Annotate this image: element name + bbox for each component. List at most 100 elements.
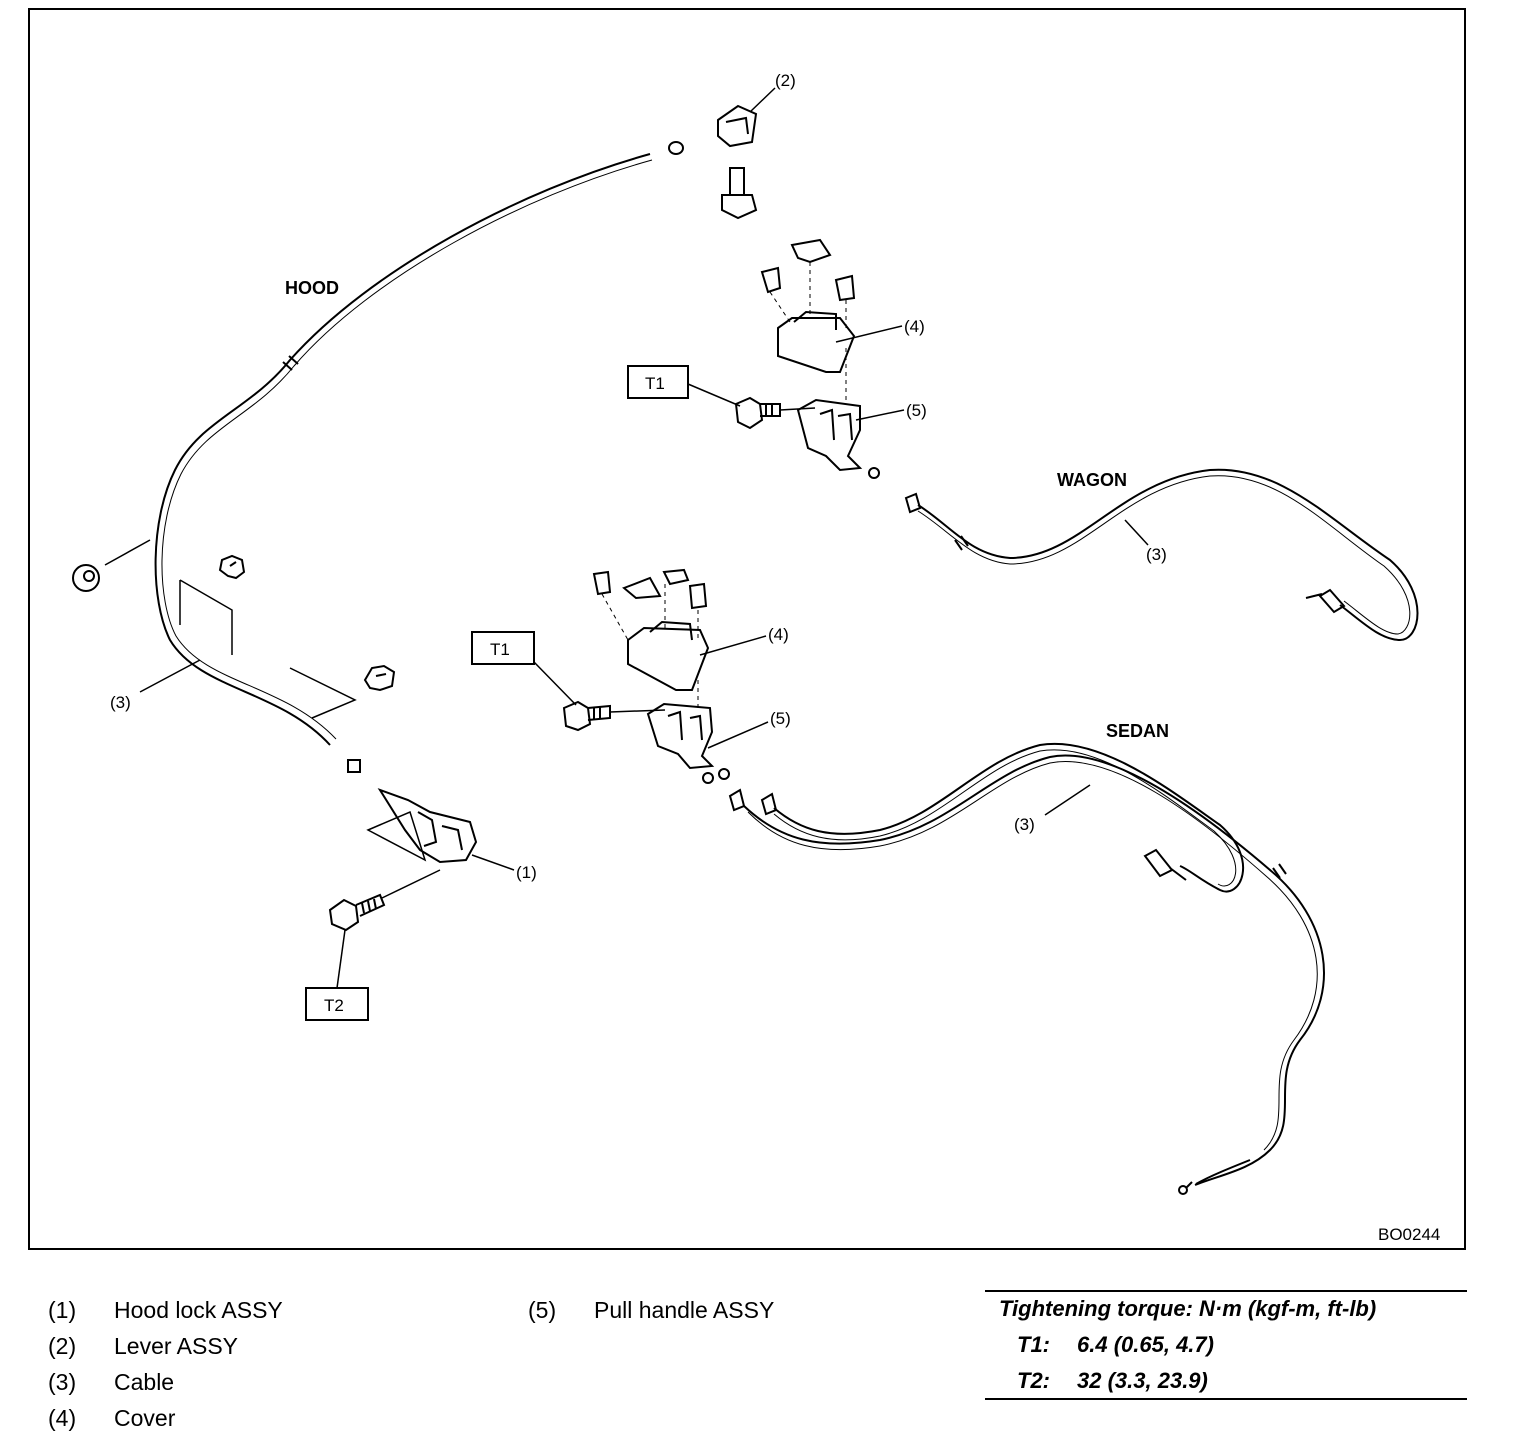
cable-end-ball — [668, 141, 684, 155]
callout-2: (2) — [775, 71, 796, 90]
legend-label: Cover — [114, 1405, 176, 1431]
legend-item: (4) Cover — [48, 1400, 283, 1436]
torque-tag-t1-wagon-box — [627, 365, 689, 399]
callout-4-wagon: (4) — [904, 317, 925, 336]
torque-tag-t1-sedan-box — [471, 631, 535, 665]
legend-item: (5) Pull handle ASSY — [528, 1292, 774, 1328]
sedan-cable-end-ball — [1178, 1185, 1188, 1195]
sedan-cable-lower — [743, 754, 1325, 1186]
wagon-cable-ball — [868, 467, 880, 479]
torque-key: T1: — [1017, 1332, 1050, 1357]
cable-break-mark — [282, 355, 299, 371]
hood-cable-inner — [161, 159, 653, 740]
sedan-dash-lines — [601, 584, 699, 712]
leader-4-sedan — [699, 635, 767, 656]
sedan-cable-lower-inner — [747, 761, 1318, 1151]
torque-tag-t2-box — [305, 987, 369, 1021]
legend-item: (1) Hood lock ASSY — [48, 1292, 283, 1328]
section-label-hood: HOOD — [285, 278, 339, 298]
clip-leader — [179, 579, 233, 655]
bolt-t1-sedan-icon — [562, 700, 611, 732]
bolt-t2-icon — [328, 893, 386, 932]
sedan-cable-upper-inner — [773, 749, 1237, 887]
wagon-cable-inner — [917, 475, 1411, 635]
callout-3-wagon: (3) — [1146, 545, 1167, 564]
leader-5-wagon — [855, 409, 905, 421]
leader-t1-sedan — [533, 661, 577, 706]
cable-clip-icon — [218, 554, 246, 580]
grommet-icon — [72, 564, 100, 592]
leader-3-sedan — [1044, 784, 1091, 816]
sedan-cable-fitting — [760, 792, 778, 816]
wagon-cover-icon — [760, 238, 856, 373]
callout-5-sedan: (5) — [770, 709, 791, 728]
cable-break-mark — [1272, 863, 1287, 879]
legend-column-right: (5) Pull handle ASSY — [528, 1292, 774, 1328]
legend-label: Hood lock ASSY — [114, 1297, 283, 1323]
sedan-cable-ball — [718, 768, 730, 780]
leader-3-left — [139, 659, 201, 693]
callout-3-sedan: (3) — [1014, 815, 1035, 834]
legend-item: (3) Cable — [48, 1364, 283, 1400]
lever-assy-icon — [717, 104, 758, 220]
leader-t2 — [336, 929, 346, 989]
bolt-t1-wagon-icon — [734, 396, 781, 430]
legend-item: (2) Lever ASSY — [48, 1328, 283, 1364]
leader-grommet — [104, 539, 151, 566]
bolt-axis — [381, 869, 441, 899]
legend-number: (5) — [528, 1297, 557, 1323]
cable-clip-icon — [363, 664, 396, 692]
leader-2 — [749, 87, 776, 113]
cable-break-mark — [954, 535, 969, 551]
leader-4-wagon — [835, 325, 903, 343]
torque-row-t2: T2: 32 (3.3, 23.9) — [1017, 1368, 1208, 1394]
wagon-dash-lines — [769, 262, 847, 405]
sedan-pull-handle-icon — [646, 702, 715, 770]
leader-t1-wagon — [687, 383, 741, 407]
sedan-cover-icon — [592, 568, 710, 691]
clip-leader — [289, 667, 357, 719]
legend-number: (1) — [48, 1297, 77, 1323]
legend-label: Lever ASSY — [114, 1333, 239, 1359]
hood-cable — [154, 153, 651, 746]
torque-value: 6.4 (0.65, 4.7) — [1077, 1332, 1214, 1357]
sedan-cable-end — [1143, 848, 1187, 881]
callout-1: (1) — [516, 863, 537, 882]
torque-key: T2: — [1017, 1368, 1050, 1393]
wagon-cable-fitting — [904, 492, 922, 514]
torque-table: Tightening torque: N·m (kgf-m, ft-lb) T1… — [985, 1290, 1467, 1400]
wagon-pull-handle-icon — [796, 398, 863, 472]
torque-tag-t1-sedan: T1 — [490, 640, 510, 659]
figure-code: BO0244 — [1378, 1225, 1440, 1244]
wagon-cable-end — [1305, 588, 1346, 614]
torque-row-t1: T1: 6.4 (0.65, 4.7) — [1017, 1332, 1214, 1358]
legend-number: (4) — [48, 1405, 77, 1431]
section-label-wagon: WAGON — [1057, 470, 1127, 490]
sedan-cable-fitting — [728, 788, 746, 812]
torque-value: 32 (3.3, 23.9) — [1077, 1368, 1208, 1393]
legend-label: Cable — [114, 1369, 175, 1395]
legend-label: Pull handle ASSY — [594, 1297, 775, 1323]
legend-column-left: (1) Hood lock ASSY (2) Lever ASSY (3) Ca… — [48, 1292, 283, 1436]
legend-number: (2) — [48, 1333, 77, 1359]
legend-number: (3) — [48, 1369, 77, 1395]
callout-5-wagon: (5) — [906, 401, 927, 420]
torque-title: Tightening torque: N·m (kgf-m, ft-lb) — [999, 1296, 1377, 1321]
sedan-cable-ball — [702, 772, 714, 784]
grommet-hole — [83, 570, 95, 582]
callout-3-left: (3) — [110, 693, 131, 712]
cable-end-terminal — [347, 759, 361, 773]
hood-lock-assy-icon — [366, 788, 478, 864]
leader-1 — [471, 854, 515, 871]
torque-tag-t1-wagon: T1 — [645, 374, 665, 393]
wagon-cable — [917, 468, 1419, 642]
bolt-axis — [779, 407, 816, 411]
leader-5-sedan — [707, 721, 769, 749]
bolt-axis — [609, 709, 666, 713]
torque-tag-t2: T2 — [324, 996, 344, 1015]
diagram-frame — [28, 8, 1466, 1250]
sedan-cable-upper — [773, 742, 1244, 893]
section-label-sedan: SEDAN — [1106, 721, 1169, 741]
exploded-diagram: HOOD WAGON SEDAN (1) (2) (3) (3) (3) (4)… — [72, 71, 1440, 1244]
leader-3-wagon — [1124, 519, 1149, 546]
